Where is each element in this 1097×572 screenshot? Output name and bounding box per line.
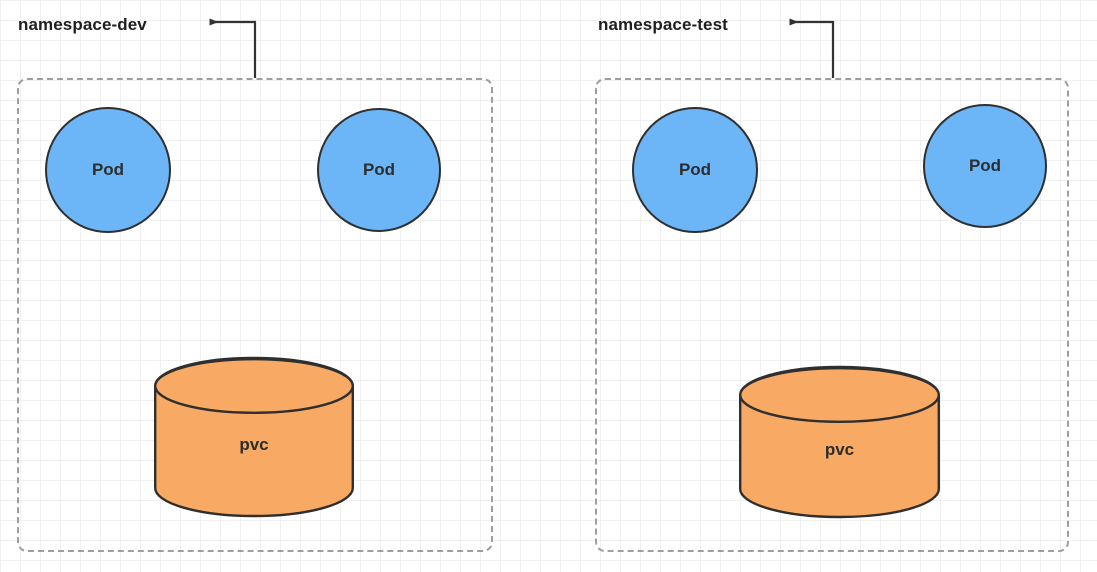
namespace-connector-arrow <box>209 18 257 78</box>
namespace-dev-label: namespace-dev <box>18 15 147 34</box>
pvc-cylinder[interactable]: pvc <box>738 365 941 519</box>
namespace-dev-container[interactable] <box>17 78 493 552</box>
pvc-label: pvc <box>239 435 269 454</box>
pod-label: Pod <box>91 160 125 179</box>
namespace-test-container[interactable] <box>595 78 1069 552</box>
pod-node[interactable]: Pod <box>632 107 758 233</box>
pvc-cylinder-shape <box>153 356 355 518</box>
pod-label: Pod <box>362 160 396 179</box>
namespace-connector-arrow <box>789 18 835 78</box>
pvc-cylinder-shape <box>738 365 941 519</box>
pod-label: Pod <box>968 156 1002 175</box>
pod-node[interactable]: Pod <box>317 108 441 232</box>
pod-node[interactable]: Pod <box>45 107 171 233</box>
pod-node[interactable]: Pod <box>923 104 1047 228</box>
namespace-test-label: namespace-test <box>598 15 728 34</box>
pod-label: Pod <box>678 160 712 179</box>
pvc-label: pvc <box>824 440 855 459</box>
pvc-cylinder[interactable]: pvc <box>153 356 355 518</box>
